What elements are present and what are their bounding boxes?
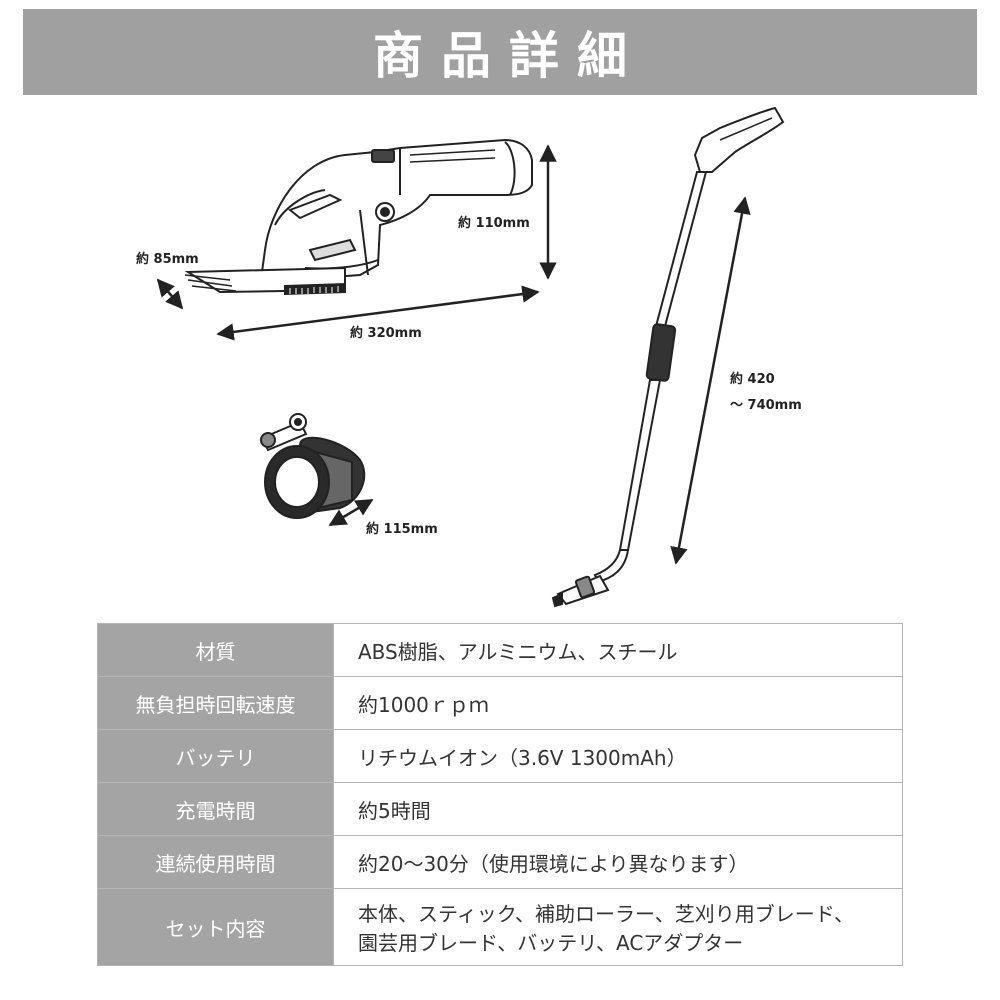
spec-value-line: 園芸用ブレード、バッテリ、ACアダプター [358,931,744,955]
spec-label: 無負担時回転速度 [97,676,334,730]
spec-value-line: 本体、スティック、補助ローラー、芝刈り用ブレード、 [358,902,854,926]
table-row: 材質 ABS樹脂、アルミニウム、スチール [97,623,903,677]
spec-value: ABS樹脂、アルミニウム、スチール [333,623,903,677]
table-row: セット内容 本体、スティック、補助ローラー、芝刈り用ブレード、 園芸用ブレード、… [97,888,903,966]
spec-label: 材質 [97,623,334,677]
depth-dimension-label: 約 85mm [136,252,199,267]
spec-value: 約5時間 [333,782,903,836]
title-bar: 商品詳細 [23,9,977,95]
length-dimension-label: 約 320mm [350,326,422,341]
product-diagram: 約 110mm 約 85mm 約 320mm 約 115mm 約 420 ～ 7… [0,100,1000,620]
spec-label: 充電時間 [97,782,334,836]
spec-table: 材質 ABS樹脂、アルミニウム、スチール 無負担時回転速度 約1000ｒｐｍ バ… [97,623,903,966]
spec-value: 約1000ｒｐｍ [333,676,903,730]
spec-value: 約20～30分（使用環境により異なります） [333,835,903,889]
stick-dimension-label-min: 約 420 [730,372,775,387]
spec-label: バッテリ [97,729,334,783]
table-row: 無負担時回転速度 約1000ｒｐｍ [97,676,903,730]
height-dimension-label: 約 110mm [458,216,530,231]
shear-body-illustration [260,138,533,282]
spec-value: リチウムイオン（3.6V 1300mAh） [333,729,903,783]
blade-illustration [184,266,346,296]
stick-illustration [551,106,785,608]
table-row: 充電時間 約5時間 [97,782,903,836]
table-row: バッテリ リチウムイオン（3.6V 1300mAh） [97,729,903,783]
roller-dimension-label: 約 115mm [366,522,438,537]
table-row: 連続使用時間 約20～30分（使用環境により異なります） [97,835,903,889]
spec-label: 連続使用時間 [97,835,334,889]
stick-dimension-label-max: ～ 740mm [730,398,802,413]
diagram-illustration [156,106,785,608]
spec-value: 本体、スティック、補助ローラー、芝刈り用ブレード、 園芸用ブレード、バッテリ、A… [333,888,903,966]
spec-label: セット内容 [97,888,334,966]
roller-illustration [260,413,366,519]
page-title: 商品詳細 [373,27,645,85]
